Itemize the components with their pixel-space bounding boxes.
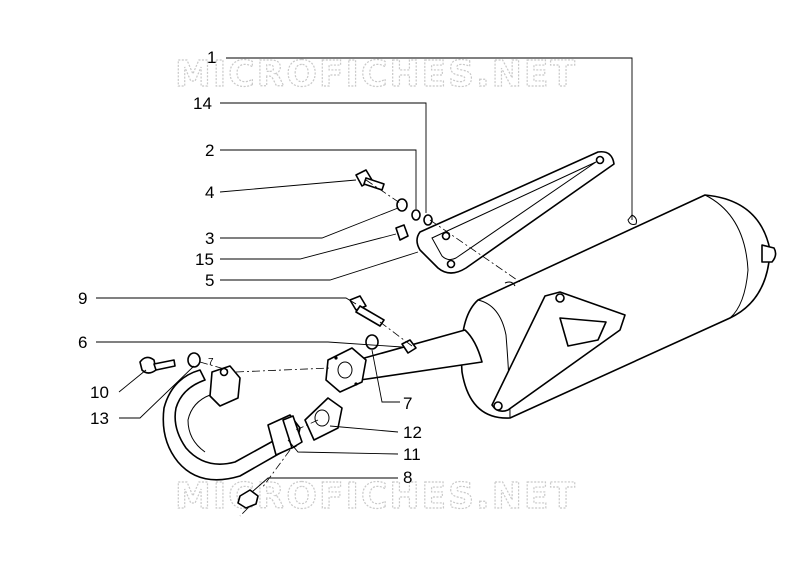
callout-15: 15 [195, 250, 214, 269]
flange-gasket [304, 397, 343, 441]
callout-7-small: 7 [208, 357, 214, 368]
callout-12: 12 [403, 423, 422, 442]
callout-6: 6 [78, 333, 87, 352]
callout-9: 9 [78, 289, 87, 308]
muffler [325, 194, 777, 419]
callout-labels: 1 14 2 4 3 15 5 9 6 10 13 7 7 12 11 8 [78, 48, 422, 487]
callout-7: 7 [403, 394, 412, 413]
watermark-top: MICROFICHES.NET [175, 54, 577, 95]
leader-lines [96, 57, 633, 493]
nuts [237, 339, 417, 509]
heat-shield-bracket [416, 150, 615, 274]
bolts [139, 169, 385, 374]
callout-10: 10 [90, 383, 109, 402]
exhaust-pipe [162, 365, 303, 481]
assembly-lines [199, 179, 521, 517]
callout-14: 14 [193, 94, 212, 113]
callout-13: 13 [90, 409, 109, 428]
callout-5: 5 [205, 271, 214, 290]
washers [187, 198, 433, 368]
callout-1: 1 [207, 48, 216, 67]
callout-4: 4 [205, 183, 214, 202]
callout-3: 3 [205, 229, 214, 248]
watermark-bottom: MICROFICHES.NET [175, 476, 577, 517]
callout-11: 11 [403, 445, 421, 464]
callout-8: 8 [403, 468, 412, 487]
callout-2: 2 [205, 141, 214, 160]
